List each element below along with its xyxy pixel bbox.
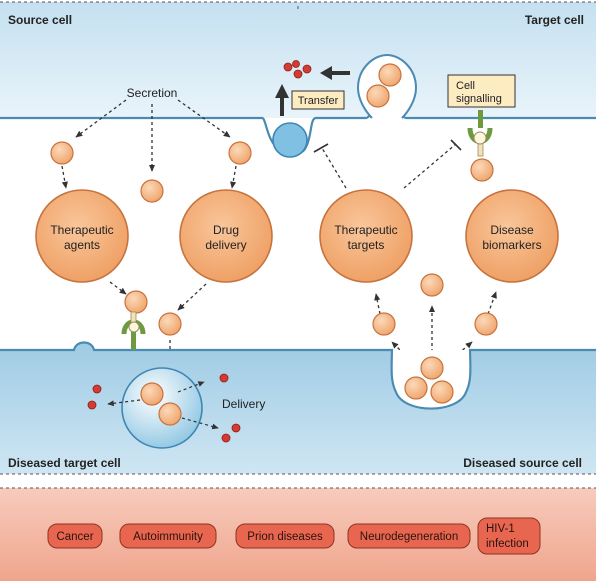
vesicle-uptake	[158, 312, 182, 336]
drug-delivery-circle	[179, 189, 273, 283]
delivery-spread-arrows	[107, 381, 219, 430]
receptor-bottom	[121, 311, 146, 350]
disease-label-neurodegeneration: Neurodegeneration	[360, 531, 458, 543]
disease-pill-autoimmunity: Autoimmunity	[119, 523, 217, 549]
disease-biomarkers-label-line2: biomarkers	[482, 238, 541, 252]
secretion-arrows	[61, 99, 237, 189]
disease-pill-cancer: Cancer	[47, 523, 103, 549]
endosome	[356, 53, 418, 119]
transfer-label: Transfer	[298, 95, 339, 107]
disease-pill-hiv: HIV-1 infection	[477, 517, 541, 555]
cell-signalling-box	[447, 74, 516, 108]
disease-pill-neurodegeneration: Neurodegeneration	[347, 523, 471, 549]
release-arrow	[320, 66, 350, 80]
therapeutic-targets-label-line1: Therapeutic	[334, 223, 397, 237]
therapeutic-targets-label-line2: targets	[348, 238, 385, 252]
delivered-particles	[87, 373, 241, 443]
released-particles	[283, 60, 312, 79]
drug-delivery-label-line2: delivery	[205, 238, 246, 252]
vesicle-binding	[124, 290, 148, 314]
budding-vesicle	[272, 122, 308, 158]
cell-signalling-label-line2: signalling	[456, 93, 502, 105]
small-vesicles	[50, 141, 252, 203]
diseased-source-cell-label: Diseased source cell	[463, 456, 582, 470]
therapeutic-agents-label-line1: Therapeutic	[50, 223, 113, 237]
receptor-top	[467, 110, 494, 182]
diseased-target-cell-label: Diseased target cell	[8, 456, 121, 470]
released-vesicles	[372, 273, 498, 336]
disease-label-hiv-line2: infection	[486, 538, 529, 550]
drug-delivery-label-line1: Drug	[213, 223, 239, 237]
transfer-box	[291, 90, 345, 110]
source-cell-label: Source cell	[8, 13, 72, 27]
disease-label-cancer: Cancer	[56, 531, 93, 543]
transfer-arrow	[275, 84, 289, 116]
disease-biomarkers-label-line1: Disease	[490, 223, 534, 237]
disease-biomarkers-circle	[465, 189, 559, 283]
disease-pill-prion: Prion diseases	[235, 523, 335, 549]
therapeutic-agents-circle	[35, 189, 129, 283]
inhibition-lines	[321, 143, 457, 189]
therapeutic-agents-label-line2: agents	[64, 238, 100, 252]
secretion-label: Secretion	[127, 86, 178, 100]
delivery-carrier	[121, 367, 203, 449]
disease-label-hiv-line1: HIV-1	[486, 523, 515, 535]
disease-label-prion: Prion diseases	[247, 531, 323, 543]
disease-label-autoimmunity: Autoimmunity	[133, 531, 203, 543]
multivesicular-body	[390, 349, 472, 410]
therapeutic-targets-circle	[319, 189, 413, 283]
target-cell-label: Target cell	[525, 13, 584, 27]
cell-signalling-label-line1: Cell	[456, 80, 475, 92]
delivery-label: Delivery	[222, 397, 265, 411]
